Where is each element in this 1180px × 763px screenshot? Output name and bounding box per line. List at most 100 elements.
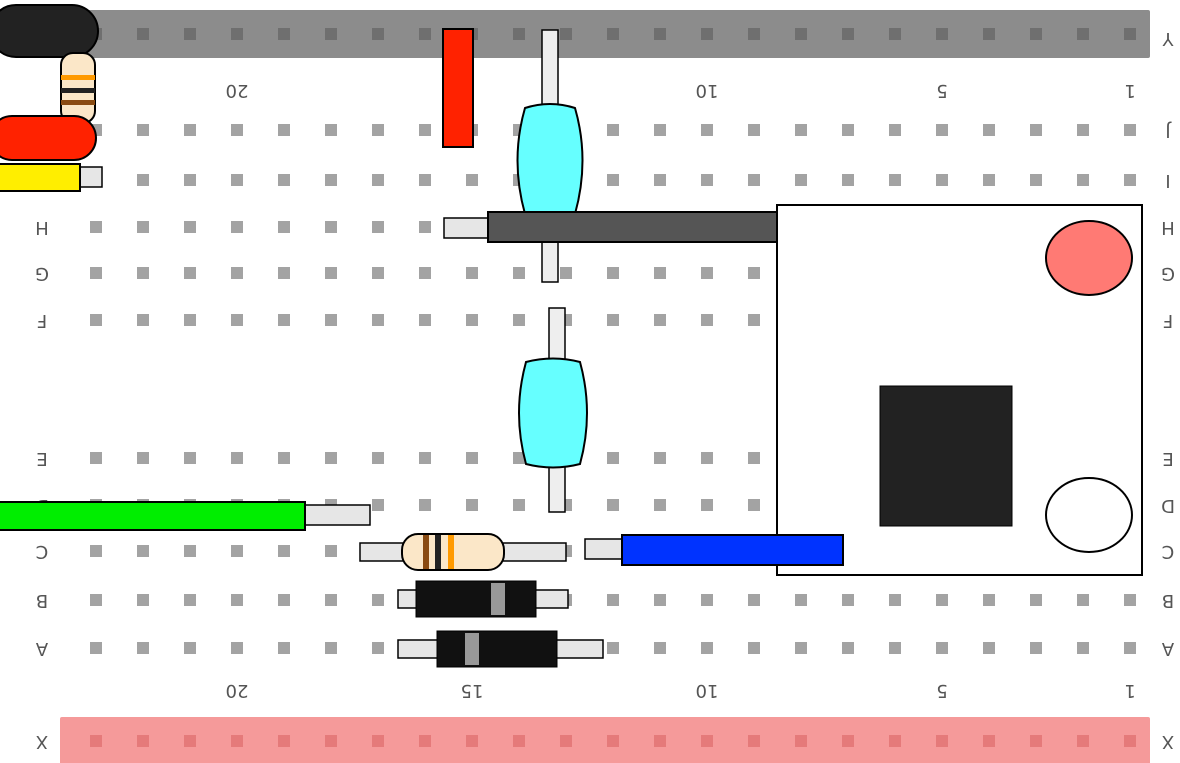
hole[interactable] bbox=[842, 594, 854, 606]
hole[interactable] bbox=[419, 735, 431, 747]
hole[interactable] bbox=[607, 642, 619, 654]
hole[interactable] bbox=[983, 124, 995, 136]
hole[interactable] bbox=[90, 735, 102, 747]
hole[interactable] bbox=[654, 452, 666, 464]
hole[interactable] bbox=[1030, 735, 1042, 747]
hole[interactable] bbox=[936, 124, 948, 136]
jumper-gray-row-h[interactable] bbox=[443, 211, 807, 243]
hole[interactable] bbox=[137, 174, 149, 186]
hole[interactable] bbox=[372, 124, 384, 136]
hole[interactable] bbox=[137, 735, 149, 747]
hole[interactable] bbox=[231, 174, 243, 186]
hole[interactable] bbox=[184, 174, 196, 186]
hole[interactable] bbox=[137, 124, 149, 136]
hole[interactable] bbox=[1030, 174, 1042, 186]
hole[interactable] bbox=[607, 499, 619, 511]
hole[interactable] bbox=[983, 642, 995, 654]
hole[interactable] bbox=[560, 267, 572, 279]
hole[interactable] bbox=[325, 545, 337, 557]
hole[interactable] bbox=[419, 221, 431, 233]
hole[interactable] bbox=[936, 594, 948, 606]
hole[interactable] bbox=[889, 174, 901, 186]
hole[interactable] bbox=[325, 735, 337, 747]
hole[interactable] bbox=[513, 267, 525, 279]
diode-row-b[interactable] bbox=[397, 580, 569, 618]
hole[interactable] bbox=[654, 735, 666, 747]
hole[interactable] bbox=[137, 594, 149, 606]
capacitor-top[interactable] bbox=[516, 29, 584, 283]
hole[interactable] bbox=[607, 314, 619, 326]
hole[interactable] bbox=[137, 545, 149, 557]
hole[interactable] bbox=[278, 314, 290, 326]
hole[interactable] bbox=[466, 174, 478, 186]
hole[interactable] bbox=[701, 594, 713, 606]
breakout-module[interactable] bbox=[776, 204, 1143, 576]
jumper-red-vertical[interactable] bbox=[442, 28, 474, 148]
hole[interactable] bbox=[795, 28, 807, 40]
hole[interactable] bbox=[701, 642, 713, 654]
hole[interactable] bbox=[231, 267, 243, 279]
hole[interactable] bbox=[372, 499, 384, 511]
hole[interactable] bbox=[325, 314, 337, 326]
hole[interactable] bbox=[278, 452, 290, 464]
hole[interactable] bbox=[1077, 735, 1089, 747]
hole[interactable] bbox=[701, 174, 713, 186]
hole[interactable] bbox=[889, 28, 901, 40]
hole[interactable] bbox=[278, 28, 290, 40]
hole[interactable] bbox=[137, 314, 149, 326]
hole[interactable] bbox=[325, 642, 337, 654]
hole[interactable] bbox=[278, 594, 290, 606]
hole[interactable] bbox=[231, 594, 243, 606]
led-red[interactable] bbox=[1045, 220, 1133, 296]
hole[interactable] bbox=[795, 594, 807, 606]
hole[interactable] bbox=[654, 174, 666, 186]
hole[interactable] bbox=[607, 28, 619, 40]
hole[interactable] bbox=[654, 267, 666, 279]
hole[interactable] bbox=[842, 735, 854, 747]
hole[interactable] bbox=[936, 28, 948, 40]
hole[interactable] bbox=[654, 124, 666, 136]
hole[interactable] bbox=[278, 735, 290, 747]
hole[interactable] bbox=[231, 735, 243, 747]
hole[interactable] bbox=[795, 735, 807, 747]
hole[interactable] bbox=[184, 545, 196, 557]
hole[interactable] bbox=[889, 594, 901, 606]
capacitor-middle[interactable] bbox=[518, 307, 588, 513]
hole[interactable] bbox=[1077, 174, 1089, 186]
led-white[interactable] bbox=[1045, 477, 1133, 553]
hole[interactable] bbox=[278, 642, 290, 654]
hole[interactable] bbox=[748, 642, 760, 654]
hole[interactable] bbox=[607, 124, 619, 136]
hole[interactable] bbox=[795, 174, 807, 186]
hole[interactable] bbox=[278, 545, 290, 557]
hole[interactable] bbox=[325, 594, 337, 606]
hole[interactable] bbox=[184, 124, 196, 136]
hole[interactable] bbox=[1030, 28, 1042, 40]
hole[interactable] bbox=[325, 221, 337, 233]
hole[interactable] bbox=[278, 124, 290, 136]
hole[interactable] bbox=[889, 642, 901, 654]
hole[interactable] bbox=[184, 221, 196, 233]
hole[interactable] bbox=[90, 545, 102, 557]
resistor-vertical-topleft[interactable] bbox=[60, 52, 96, 124]
hole[interactable] bbox=[560, 28, 572, 40]
hole[interactable] bbox=[137, 642, 149, 654]
hole[interactable] bbox=[1124, 124, 1136, 136]
hole[interactable] bbox=[748, 124, 760, 136]
hole[interactable] bbox=[842, 124, 854, 136]
hole[interactable] bbox=[654, 314, 666, 326]
hole[interactable] bbox=[1077, 594, 1089, 606]
hole[interactable] bbox=[372, 28, 384, 40]
hole[interactable] bbox=[137, 452, 149, 464]
hole[interactable] bbox=[842, 174, 854, 186]
hole[interactable] bbox=[372, 174, 384, 186]
hole[interactable] bbox=[419, 174, 431, 186]
hole[interactable] bbox=[701, 267, 713, 279]
hole[interactable] bbox=[90, 642, 102, 654]
hole[interactable] bbox=[1030, 642, 1042, 654]
hole[interactable] bbox=[889, 124, 901, 136]
hole[interactable] bbox=[654, 642, 666, 654]
jumper-blue[interactable] bbox=[584, 534, 844, 566]
hole[interactable] bbox=[184, 452, 196, 464]
hole[interactable] bbox=[231, 124, 243, 136]
